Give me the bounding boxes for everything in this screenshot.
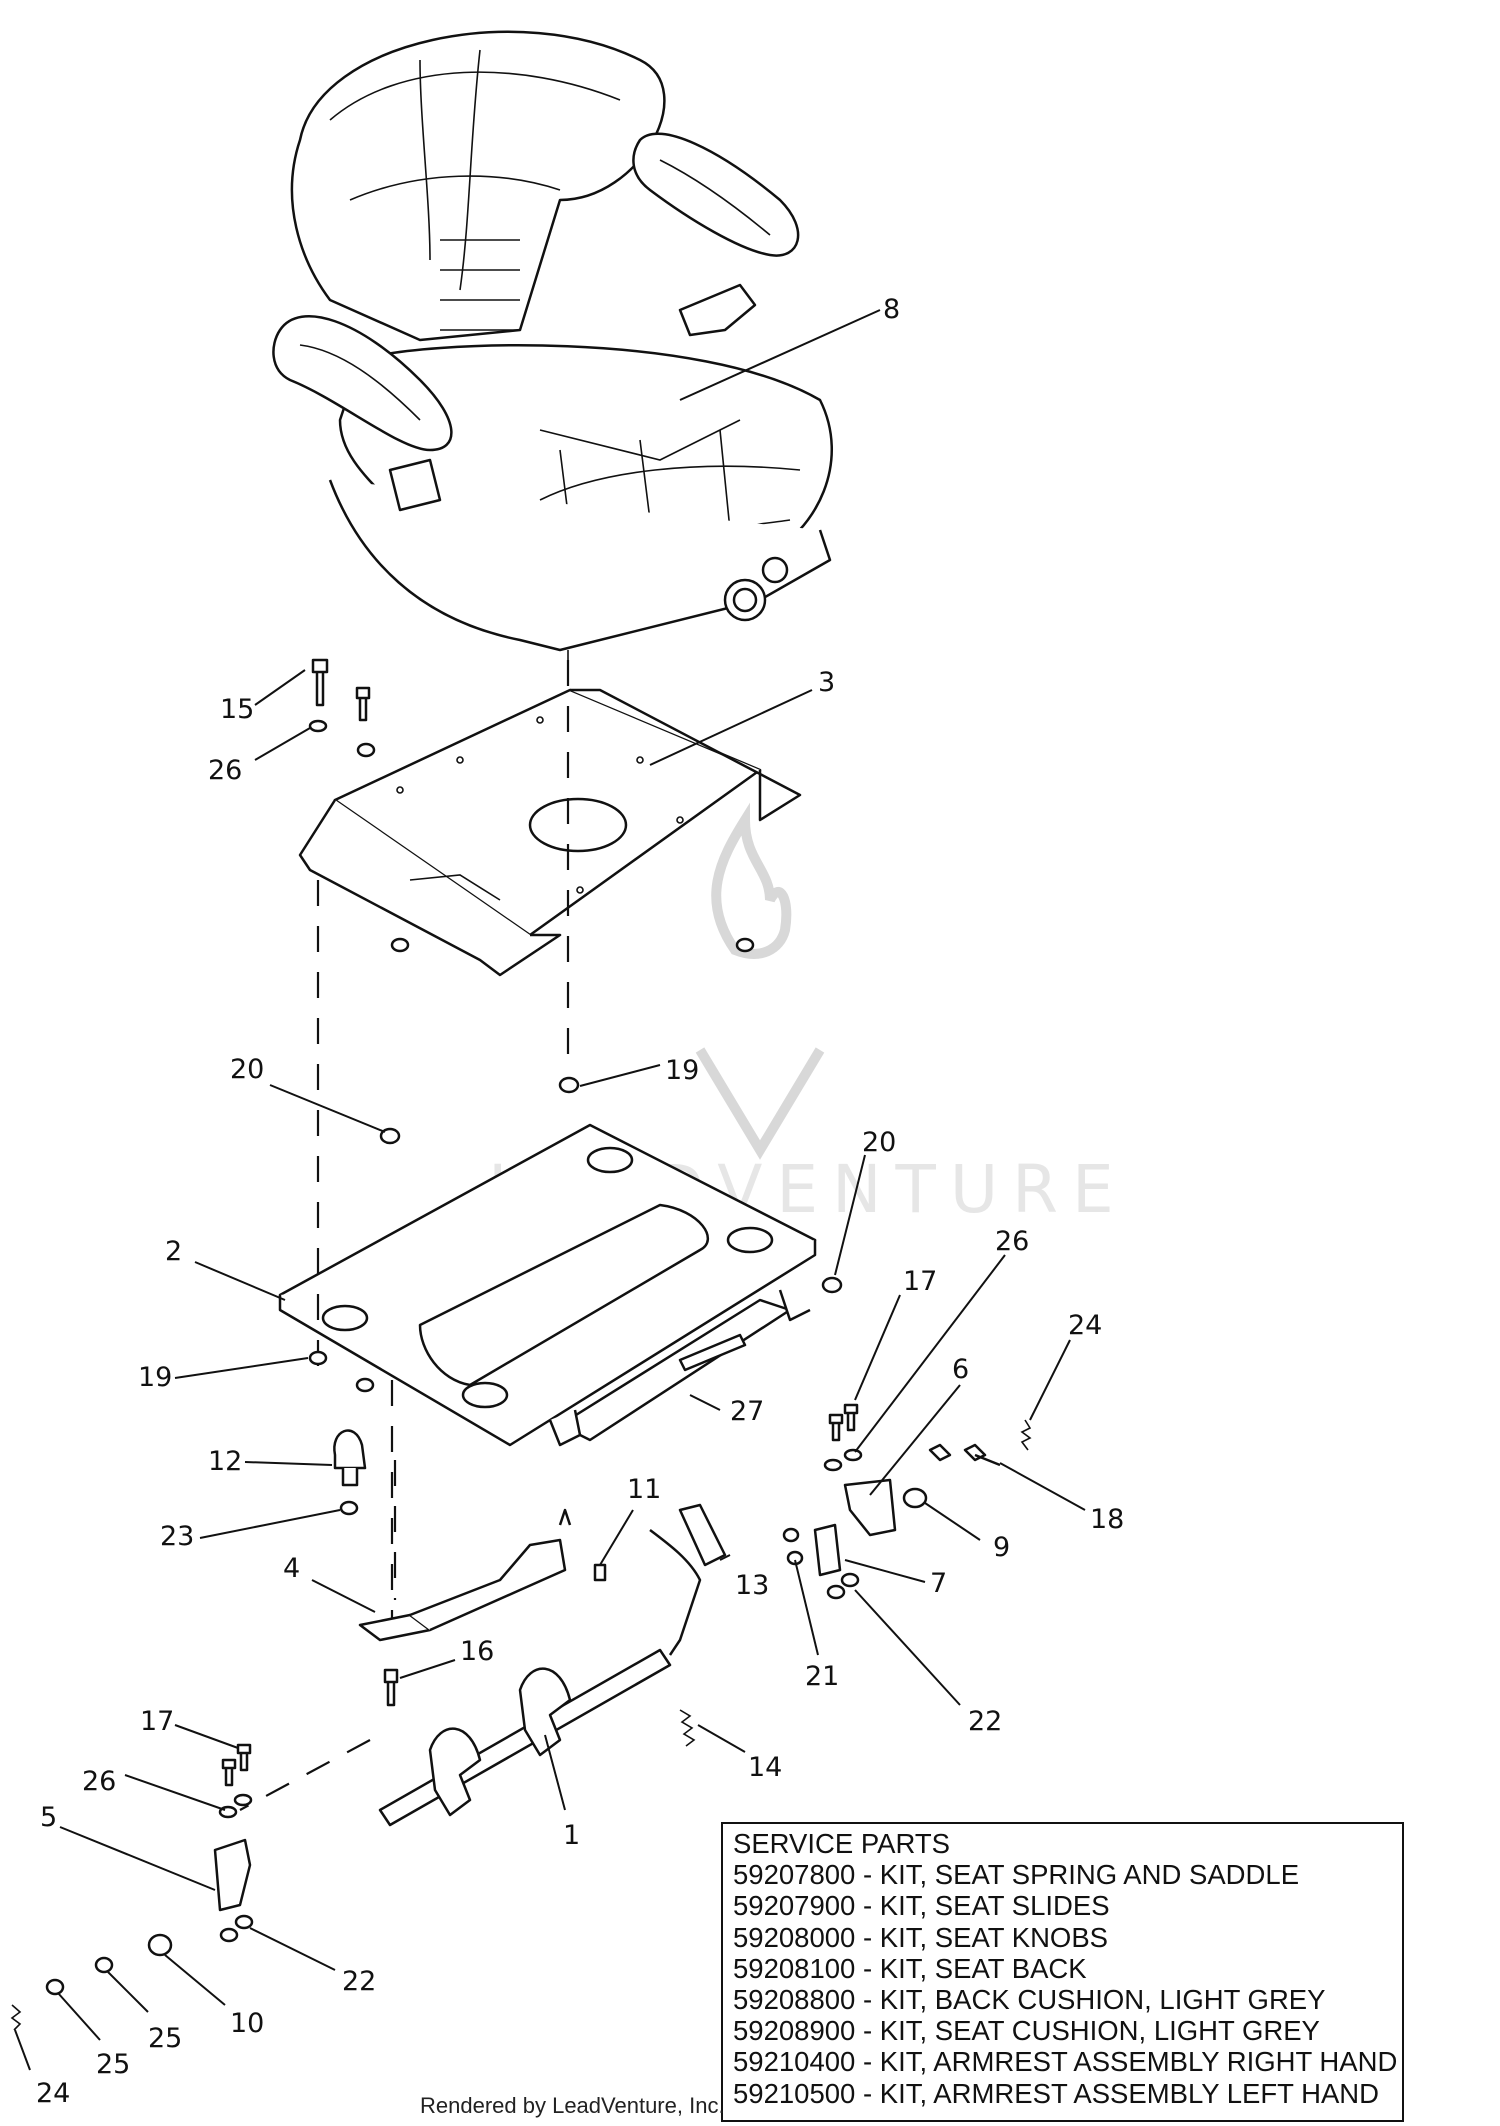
callout-17b: 17 — [140, 1706, 174, 1737]
callout-15: 15 — [220, 694, 254, 725]
seat-adapter-plate — [298, 688, 802, 977]
service-parts-box: SERVICE PARTS 59207800 - KIT, SEAT SPRIN… — [721, 1822, 1404, 2122]
callout-18: 18 — [1090, 1504, 1124, 1535]
seat-assembly — [272, 30, 834, 665]
service-part-item: 59208800 - KIT, BACK CUSHION, LIGHT GREY — [733, 1984, 1326, 2016]
slide-plate — [278, 1123, 817, 1447]
callout-13: 13 — [735, 1570, 769, 1601]
callout-26: 26 — [208, 755, 242, 786]
callout-26c: 26 — [82, 1766, 116, 1797]
callout-10: 10 — [230, 2008, 264, 2039]
service-part-item: 59210500 - KIT, ARMREST ASSEMBLY LEFT HA… — [733, 2077, 1380, 2109]
callout-19b: 19 — [138, 1362, 172, 1393]
footer-credit: Rendered by LeadVenture, Inc. — [420, 2093, 725, 2118]
service-part-item: 59208000 - KIT, SEAT KNOBS — [733, 1921, 1109, 1953]
callout-11: 11 — [627, 1474, 661, 1505]
callout-8: 8 — [883, 294, 900, 325]
callout-26b: 26 — [995, 1226, 1029, 1257]
callout-21: 21 — [805, 1661, 839, 1692]
callout-24: 24 — [1068, 1310, 1102, 1341]
leader-lines — [14, 309, 1086, 2071]
callout-16: 16 — [460, 1636, 494, 1667]
callout-19: 19 — [665, 1055, 699, 1086]
hardware — [10, 658, 1032, 2031]
callout-14: 14 — [748, 1752, 782, 1783]
callout-25: 25 — [148, 2023, 182, 2054]
callout-9: 9 — [993, 1532, 1010, 1563]
callout-4: 4 — [283, 1553, 300, 1584]
service-parts-title: SERVICE PARTS — [733, 1828, 951, 1859]
callout-labels: 8 3 15 26 19 20 2 19 20 17 26 24 27 6 12… — [36, 294, 1124, 2109]
callout-20b: 20 — [862, 1127, 896, 1158]
callout-1: 1 — [563, 1820, 580, 1851]
service-part-item: 59210400 - KIT, ARMREST ASSEMBLY RIGHT H… — [733, 2046, 1398, 2078]
callout-22b: 22 — [342, 1966, 376, 1997]
callout-12: 12 — [208, 1446, 242, 1477]
service-part-item: 59208900 - KIT, SEAT CUSHION, LIGHT GREY — [733, 2015, 1320, 2047]
callout-6: 6 — [952, 1354, 969, 1385]
service-part-item: 59208100 - KIT, SEAT BACK — [733, 1952, 1087, 1984]
callout-22: 22 — [968, 1706, 1002, 1737]
callout-17: 17 — [903, 1266, 937, 1297]
callout-7: 7 — [930, 1568, 947, 1599]
callout-3: 3 — [818, 667, 835, 698]
callout-27: 27 — [730, 1396, 764, 1427]
callout-5: 5 — [40, 1802, 57, 1833]
service-part-item: 59207800 - KIT, SEAT SPRING AND SADDLE — [733, 1859, 1300, 1891]
callout-23: 23 — [160, 1521, 194, 1552]
callout-20: 20 — [230, 1054, 264, 1085]
callout-2: 2 — [165, 1236, 182, 1267]
service-part-item: 59207900 - KIT, SEAT SLIDES — [733, 1890, 1110, 1922]
callout-24b: 24 — [36, 2078, 70, 2109]
callout-25b: 25 — [96, 2049, 130, 2080]
